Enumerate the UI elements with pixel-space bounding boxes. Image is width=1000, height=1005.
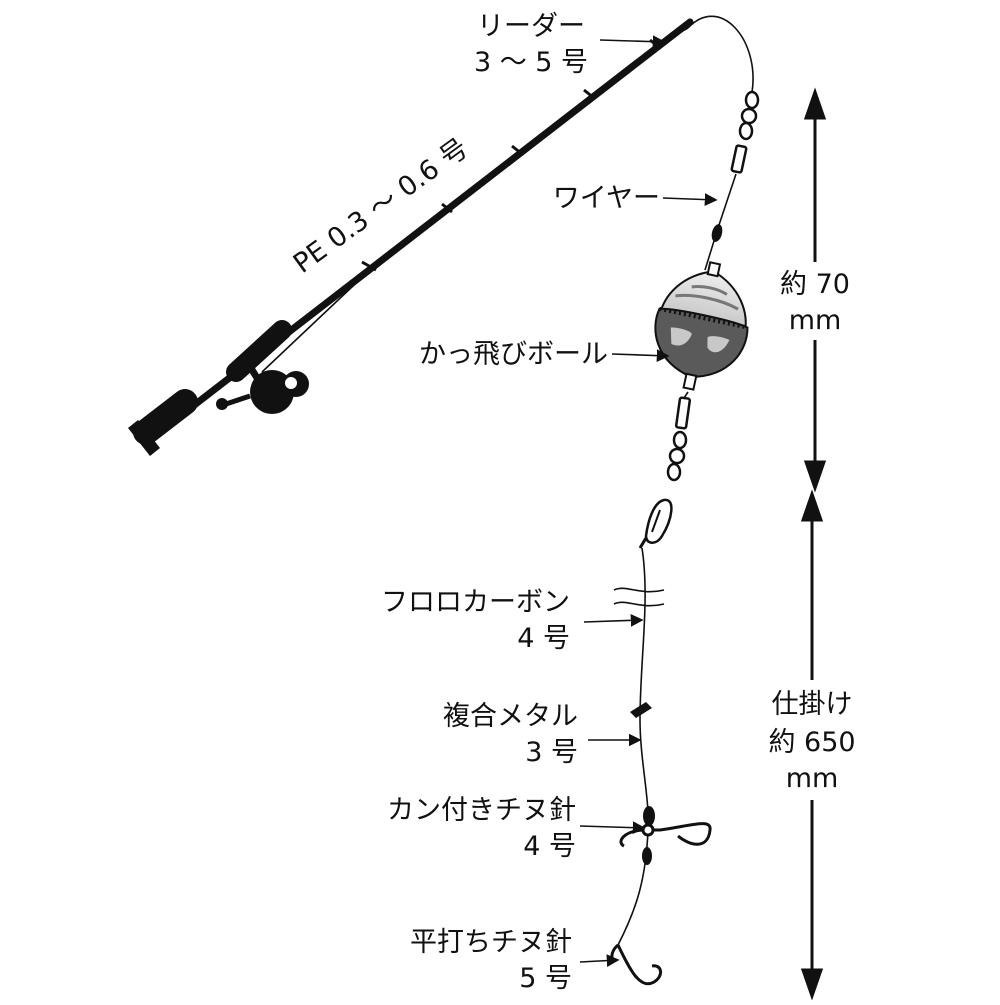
hook2-pointer xyxy=(579,954,620,967)
rig-name-label: 仕掛け xyxy=(771,689,853,720)
ball-length-prefix: 約 70 xyxy=(780,269,850,300)
ball-pointer xyxy=(611,349,670,362)
wire-pointer xyxy=(662,193,718,206)
ball-label: かっ飛びボール xyxy=(419,339,608,370)
wire-bead xyxy=(711,224,723,242)
hook1-size-label: 4 号 xyxy=(523,831,576,862)
flat-chinu-hook xyxy=(610,943,662,986)
leader-size-label: 3 〜 5 号 xyxy=(473,47,589,78)
fluoro-pointer xyxy=(583,613,644,627)
float-ball xyxy=(654,261,749,391)
ball-length-arrow xyxy=(803,87,827,493)
eyed-chinu-hook xyxy=(619,822,712,848)
hook-beads xyxy=(642,806,655,865)
rig-length-unit: mm xyxy=(785,763,839,794)
upper-swivel xyxy=(730,90,760,174)
lower-swivel xyxy=(666,391,692,482)
wire-line xyxy=(704,173,737,271)
hook2-size-label: 5 号 xyxy=(519,963,572,994)
metal-name-label: 複合メタル xyxy=(443,701,578,732)
leader-pointer xyxy=(599,35,666,49)
rig-length-prefix: 約 650 xyxy=(768,727,856,758)
snap xyxy=(638,498,673,549)
ball-length-unit: mm xyxy=(788,305,842,336)
fluoro-size-label: 4 号 xyxy=(517,623,570,654)
leader-name-label: リーダー xyxy=(477,11,585,42)
leader-line xyxy=(687,15,754,93)
fishing-rod xyxy=(128,18,694,456)
hook1-name-label: カン付きチヌ針 xyxy=(387,795,576,826)
line-break-mark xyxy=(613,587,665,607)
spinning-reel xyxy=(216,358,309,414)
fluoro-line xyxy=(617,547,650,946)
wire-label: ワイヤー xyxy=(552,183,660,214)
fluoro-name-label: フロロカーボン xyxy=(381,587,570,618)
hook2-name-label: 平打ちチヌ針 xyxy=(410,927,572,958)
composite-metal xyxy=(630,702,652,718)
hook1-pointer xyxy=(579,821,646,835)
rig-length-arrow xyxy=(800,489,824,1001)
metal-size-label: 3 号 xyxy=(525,737,578,768)
